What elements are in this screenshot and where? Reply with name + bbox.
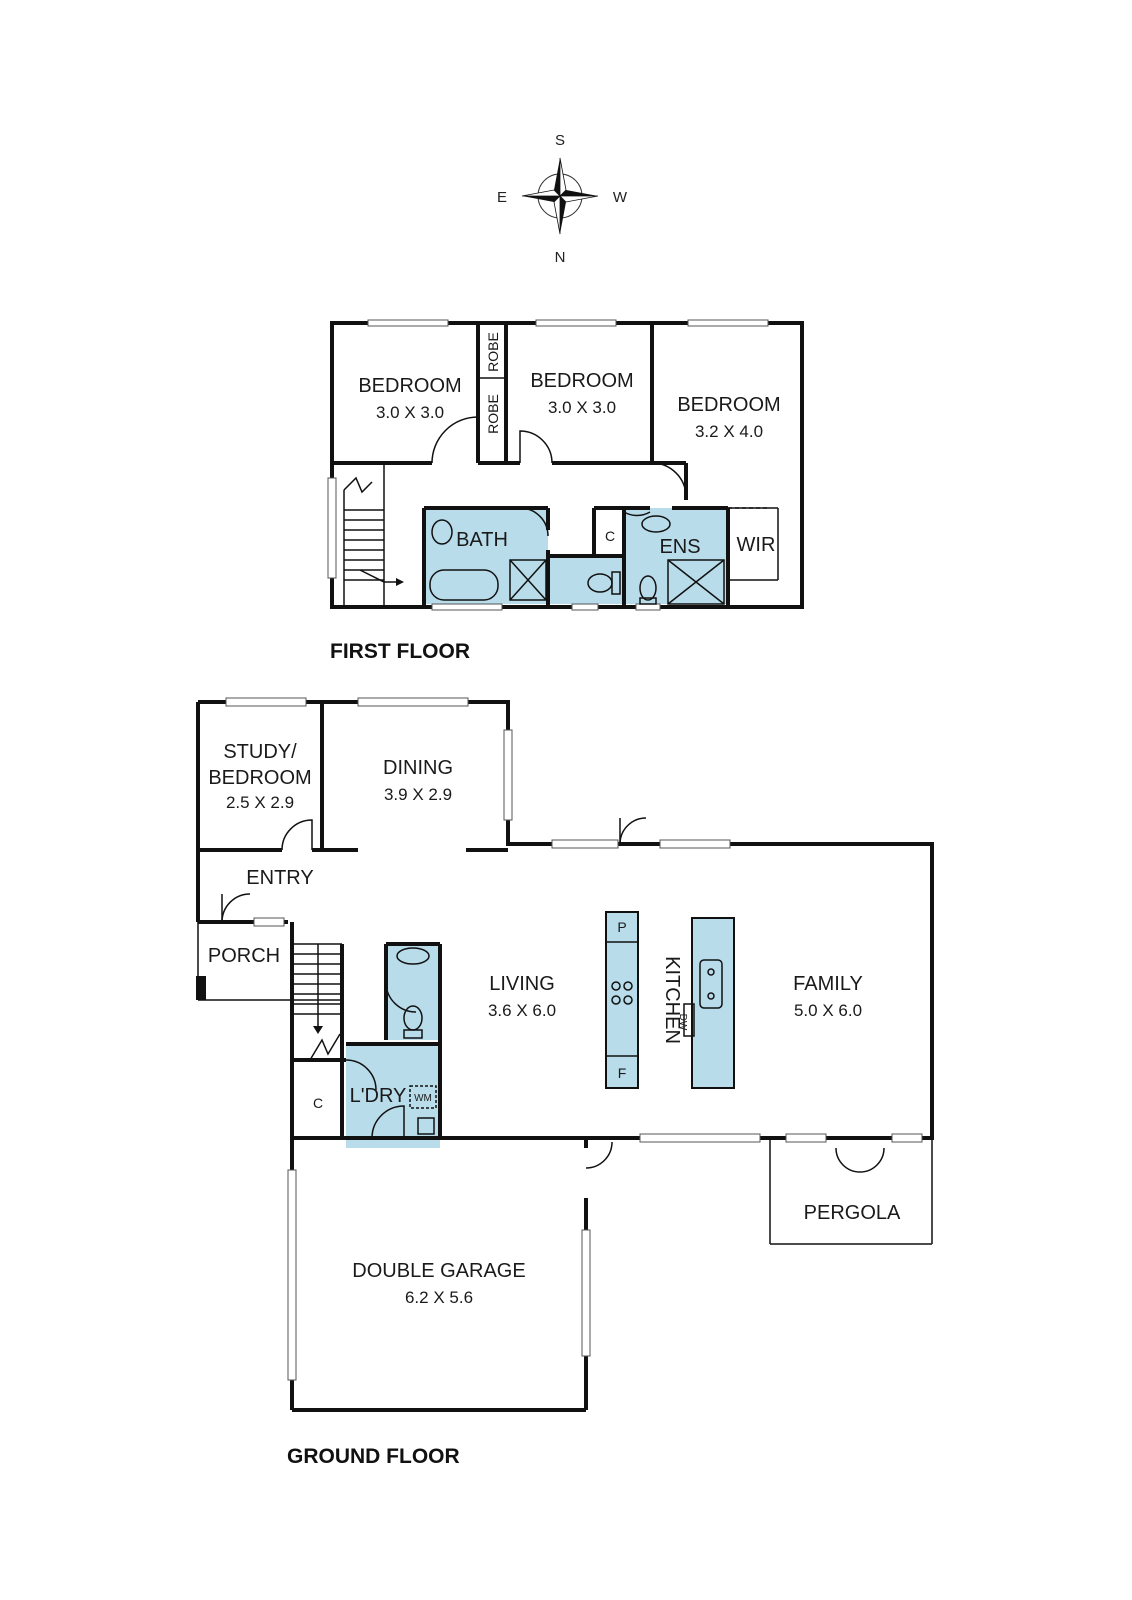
ground-floor-stairs	[292, 943, 342, 1061]
living-label: LIVING	[489, 973, 555, 995]
cooktop-icon	[611, 981, 633, 1005]
powder-fixtures	[396, 947, 437, 1135]
fridge-label: F	[618, 1065, 627, 1081]
kitchen-bench	[605, 911, 639, 1089]
dining-size: 3.9 X 2.9	[384, 785, 452, 804]
laundry-wet-area	[346, 1044, 440, 1148]
powder-wet-area	[388, 944, 440, 1040]
ground-floor-title: GROUND FLOOR	[287, 1445, 460, 1468]
compass-label-top: S	[555, 132, 565, 149]
compass: S E W N	[497, 132, 628, 266]
bedroom3-label: BEDROOM	[677, 394, 780, 416]
family-size: 5.0 X 6.0	[794, 1001, 862, 1020]
kitchen-island	[691, 917, 735, 1089]
wir-label: WIR	[737, 534, 776, 556]
bedroom1-label: BEDROOM	[358, 375, 461, 397]
living-size: 3.6 X 6.0	[488, 1001, 556, 1020]
ensuite-label: ENS	[659, 536, 700, 558]
robe-top-label: ROBE	[485, 332, 501, 372]
ensuite-fixtures	[639, 515, 725, 605]
bath-fixtures	[429, 519, 547, 601]
bedroom2-label: BEDROOM	[530, 370, 633, 392]
compass-label-right: W	[613, 189, 628, 206]
garage-label: DOUBLE GARAGE	[352, 1260, 525, 1282]
kitchen-label: KITCHEN	[661, 956, 683, 1044]
pergola-label: PERGOLA	[804, 1202, 901, 1224]
bedroom2-size: 3.0 X 3.0	[548, 398, 616, 417]
cupboard-label: C	[605, 528, 615, 544]
pantry-label: P	[617, 919, 626, 935]
robe-bottom-label: ROBE	[485, 394, 501, 434]
first-floor-title: FIRST FLOOR	[330, 640, 470, 663]
toilet-wet-area	[550, 556, 622, 604]
ground-floor-plan: STUDY/ BEDROOM 2.5 X 2.9 DINING 3.9 X 2.…	[196, 697, 934, 1468]
entry-label: ENTRY	[246, 867, 313, 889]
laundry-label: L'DRY	[350, 1085, 407, 1107]
study-label-line1: STUDY/	[223, 741, 297, 763]
first-floor-plan: BEDROOM 3.0 X 3.0 BEDROOM 3.0 X 3.0 BEDR…	[327, 319, 804, 663]
dishwasher	[683, 1003, 695, 1037]
dw-label: DW	[677, 1014, 688, 1031]
compass-label-bottom: N	[555, 249, 566, 266]
dining-label: DINING	[383, 757, 453, 779]
compass-rose-icon	[521, 157, 599, 235]
study-size: 2.5 X 2.9	[226, 793, 294, 812]
cupboard-label-ground: C	[313, 1095, 323, 1111]
compass-label-left: E	[497, 189, 507, 206]
first-floor-stairs	[343, 476, 404, 607]
garage-size: 6.2 X 5.6	[405, 1288, 473, 1307]
bedroom1-size: 3.0 X 3.0	[376, 403, 444, 422]
porch-label: PORCH	[208, 945, 280, 967]
family-label: FAMILY	[793, 973, 863, 995]
bedroom3-size: 3.2 X 4.0	[695, 422, 763, 441]
porch-post-icon	[196, 976, 206, 1000]
sink-icon	[699, 959, 723, 1009]
bath-label: BATH	[456, 529, 508, 551]
bath-wet-area	[424, 508, 548, 604]
study-label-line2: BEDROOM	[208, 767, 311, 789]
wm-label: WM	[414, 1093, 432, 1104]
toilet-icon	[587, 571, 621, 595]
